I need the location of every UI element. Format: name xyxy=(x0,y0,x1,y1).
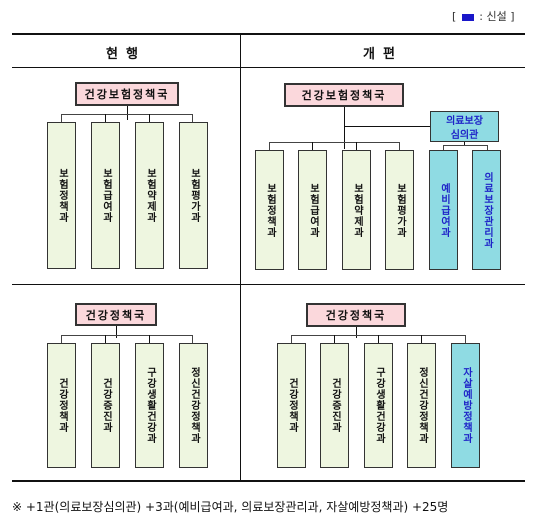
column-title-current: 현행 xyxy=(106,47,146,62)
new-division-box: 예비급여과 xyxy=(429,150,458,270)
header-divider xyxy=(12,67,525,68)
division-box: 보험약제과 xyxy=(135,122,164,269)
division-box: 건강정책과 xyxy=(47,343,76,468)
division-box: 보험정책과 xyxy=(47,122,76,269)
table-bottom-border xyxy=(12,480,525,482)
connector-stem xyxy=(127,106,128,120)
bureau-reform-health-insurance: 건강보험정책국 xyxy=(284,83,404,107)
division-box: 구강생활건강과 xyxy=(364,343,393,468)
connector-stem xyxy=(116,326,117,338)
bureau-current-health-insurance: 건강보험정책국 xyxy=(75,82,179,106)
column-title-reform: 개편 xyxy=(363,47,403,62)
connector-bar xyxy=(61,335,193,343)
connector-drop xyxy=(105,114,106,122)
officer-label-line1: 의료보장 xyxy=(446,116,483,127)
connector-stem xyxy=(464,140,465,146)
connector-drop xyxy=(312,142,313,150)
officer-label-line2: 심의관 xyxy=(450,130,479,141)
division-box: 보험급여과 xyxy=(298,150,327,270)
connector-bar xyxy=(61,114,193,122)
bureau-current-health-policy: 건강정책국 xyxy=(75,303,157,326)
column-divider xyxy=(240,33,241,482)
division-box: 정신건강정책과 xyxy=(407,343,436,468)
division-box: 보험평가과 xyxy=(385,150,414,270)
table-top-border xyxy=(12,33,525,35)
officer-medical-security: 의료보장 심의관 xyxy=(430,111,499,142)
connector-drop xyxy=(105,335,106,343)
connector-drop xyxy=(149,114,150,122)
new-division-box: 자살예방정책과 xyxy=(451,343,480,468)
legend: [ : 신설 ] xyxy=(452,8,515,24)
division-box: 구강생활건강과 xyxy=(135,343,164,468)
connector-to-officer xyxy=(344,126,430,127)
division-box: 건강증진과 xyxy=(320,343,349,468)
connector-drop xyxy=(149,335,150,343)
connector-stem xyxy=(356,327,357,338)
legend-new-swatch xyxy=(461,13,474,21)
connector-drop xyxy=(421,335,422,343)
row-divider xyxy=(12,284,525,285)
connector-bar xyxy=(269,142,400,150)
division-box: 보험정책과 xyxy=(255,150,284,270)
connector-drop xyxy=(356,142,357,150)
new-division-box: 의료보장관리과 xyxy=(472,150,501,270)
division-box: 정신건강정책과 xyxy=(179,343,208,468)
legend-open-bracket: [ xyxy=(452,10,457,23)
footnote: ※ +1관(의료보장심의관) +3과(예비급여과, 의료보장관리과, 자살예방정… xyxy=(12,500,449,514)
connector-drop xyxy=(334,335,335,343)
connector-stem xyxy=(344,107,345,149)
division-box: 건강증진과 xyxy=(91,343,120,468)
connector-bar xyxy=(443,145,488,151)
division-box: 보험급여과 xyxy=(91,122,120,269)
division-box: 건강정책과 xyxy=(277,343,306,468)
division-box: 보험평가과 xyxy=(179,122,208,269)
division-box: 보험약제과 xyxy=(342,150,371,270)
legend-new-label: : 신설 xyxy=(479,10,507,23)
legend-close-bracket: ] xyxy=(510,10,515,23)
bureau-reform-health-policy: 건강정책국 xyxy=(306,303,406,327)
connector-drop xyxy=(378,335,379,343)
